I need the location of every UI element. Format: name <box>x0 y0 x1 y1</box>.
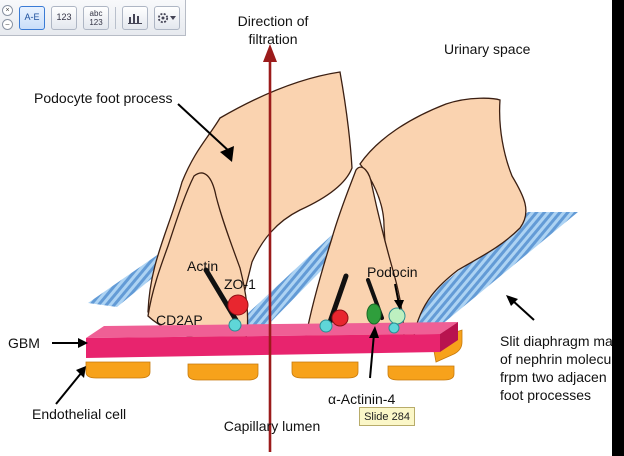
cd2ap-protein-right <box>319 319 333 333</box>
direction-of-filtration-label: Direction of <box>238 13 309 29</box>
slit-diaphragm-label-line4: foot processes <box>500 387 591 403</box>
podocyte-foot-process-label: Podocyte foot process <box>34 90 173 106</box>
window-controls: × – <box>2 5 13 30</box>
chart-button[interactable] <box>122 5 148 30</box>
podocyte-foot-process-back-right <box>359 97 527 337</box>
podocin-protein-small <box>388 322 400 334</box>
settings-button[interactable] <box>154 5 180 30</box>
filtration-label: filtration <box>248 31 297 47</box>
gbm-label: GBM <box>8 335 40 351</box>
alpha-actinin-label: α-Actinin-4 <box>328 391 395 407</box>
zo1-label: ZO-1 <box>224 276 256 292</box>
slit-diaphragm-band-right <box>397 212 578 326</box>
slit-diaphragm-label-line2: of nephrin molecu <box>500 351 611 367</box>
podocin-label: Podocin <box>367 264 418 280</box>
slide-toolbar: × – A-E 123 abc 123 <box>0 0 186 36</box>
window-edge <box>612 0 624 456</box>
urinary-space-label: Urinary space <box>444 41 531 57</box>
chart-icon <box>128 13 142 24</box>
answer-text-label: abc 123 <box>89 8 103 27</box>
slide-number-tooltip: Slide 284 <box>359 407 415 426</box>
answer-letters-button[interactable]: A-E <box>19 5 45 30</box>
close-icon[interactable]: × <box>2 5 13 16</box>
cd2ap-protein <box>228 318 242 332</box>
answer-text-button[interactable]: abc 123 <box>83 5 109 30</box>
cd2ap-label: CD2AP <box>156 312 203 328</box>
answer-numbers-button[interactable]: 123 <box>51 5 77 30</box>
actin-label: Actin <box>187 258 218 274</box>
callout-arrows <box>52 103 535 405</box>
minimize-icon[interactable]: – <box>2 19 13 30</box>
slit-diaphragm-label-line3: frpm two adjacen <box>500 369 607 385</box>
filtration-arrow-head <box>263 44 277 62</box>
endothelial-cell-label: Endothelial cell <box>32 406 126 422</box>
slit-diaphragm-label-line1: Slit diaphragm ma <box>500 333 612 349</box>
gbm-membrane <box>86 322 458 358</box>
toolbar-separator <box>115 6 116 29</box>
settings-icon <box>157 12 176 23</box>
podocin-protein <box>388 307 406 325</box>
zo1-protein-right <box>331 309 349 327</box>
zo1-protein <box>227 294 249 316</box>
alpha-actinin-protein <box>366 303 382 325</box>
capillary-lumen-label: Capillary lumen <box>224 418 320 434</box>
